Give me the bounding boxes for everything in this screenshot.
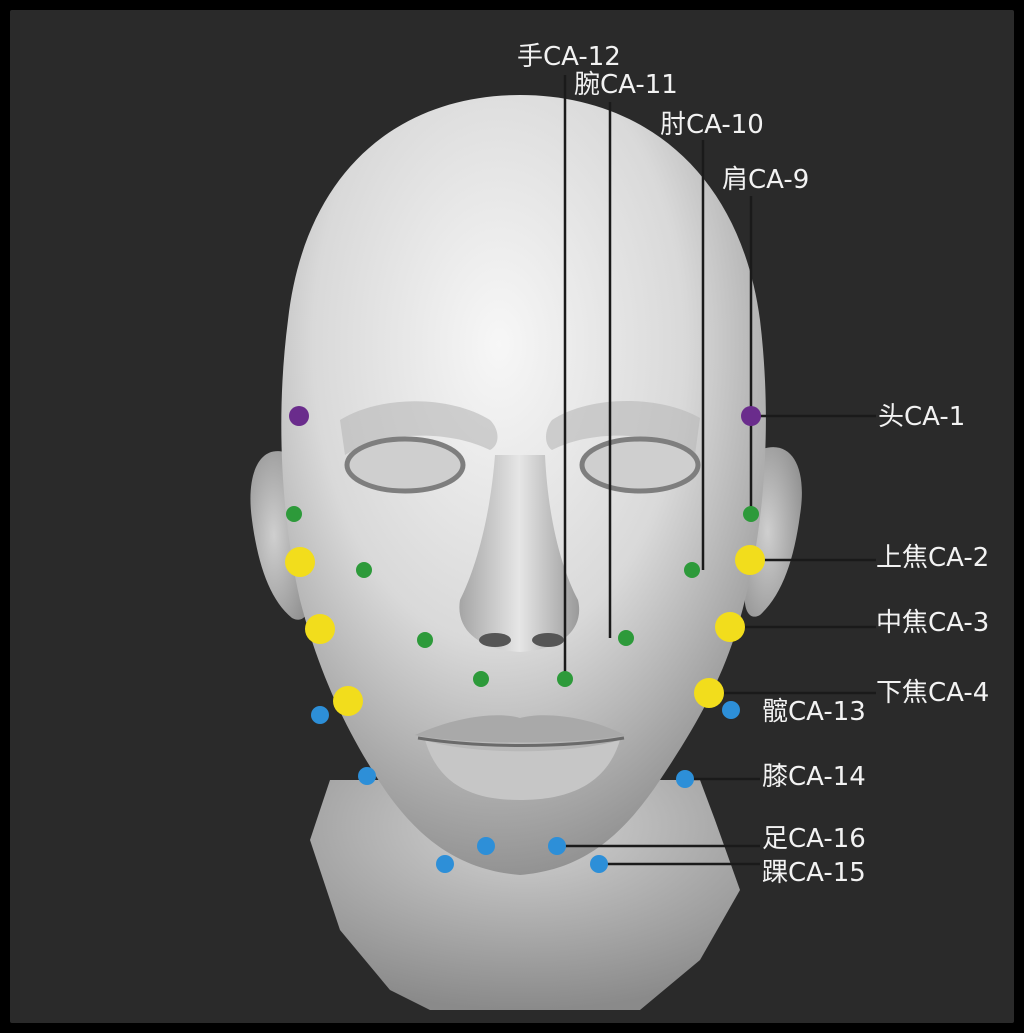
acupoint-middle-jiao-left bbox=[305, 614, 335, 644]
label-ca11: 腕CA-11 bbox=[574, 70, 678, 100]
right-eye bbox=[582, 439, 698, 491]
acupoint-ca11 bbox=[618, 630, 634, 646]
acupoint-ca13 bbox=[722, 701, 740, 719]
label-ca3: 中焦CA-3 bbox=[876, 608, 989, 638]
acupoint-wrist-left bbox=[417, 632, 433, 648]
acupoint-ca16 bbox=[548, 837, 566, 855]
label-ca2: 上焦CA-2 bbox=[876, 543, 989, 573]
left-nostril bbox=[479, 633, 511, 647]
acupoint-ca2 bbox=[735, 545, 765, 575]
acupoint-upper-jiao-left bbox=[285, 547, 315, 577]
label-ca4: 下焦CA-4 bbox=[876, 678, 989, 708]
acupoint-foot-left bbox=[477, 837, 495, 855]
left-eye bbox=[347, 439, 463, 491]
acupoint-knee-left bbox=[358, 767, 376, 785]
acupoint-ankle-left bbox=[436, 855, 454, 873]
acupoint-head-left bbox=[289, 406, 309, 426]
acupoint-ca3 bbox=[715, 612, 745, 642]
label-ca15: 踝CA-15 bbox=[762, 858, 866, 888]
label-ca14: 膝CA-14 bbox=[762, 762, 866, 792]
acupoint-elbow-left bbox=[356, 562, 372, 578]
label-ca12: 手CA-12 bbox=[517, 42, 621, 72]
label-ca10: 肘CA-10 bbox=[660, 110, 764, 140]
label-ca9: 肩CA-9 bbox=[722, 165, 809, 195]
acupoint-hip-left bbox=[311, 706, 329, 724]
acupoint-ca14 bbox=[676, 770, 694, 788]
acupoint-hand-left bbox=[473, 671, 489, 687]
acupoint-ca4 bbox=[694, 678, 724, 708]
acupoint-shoulder-left bbox=[286, 506, 302, 522]
label-ca1: 头CA-1 bbox=[878, 402, 965, 432]
label-ca16: 足CA-16 bbox=[762, 824, 866, 854]
acupoint-ca1 bbox=[741, 406, 761, 426]
right-nostril bbox=[532, 633, 564, 647]
acupoint-lower-jiao-left bbox=[333, 686, 363, 716]
acupoint-ca15 bbox=[590, 855, 608, 873]
acupoint-ca10 bbox=[684, 562, 700, 578]
label-ca13: 髋CA-13 bbox=[762, 697, 866, 727]
acupoint-ca12 bbox=[557, 671, 573, 687]
acupoint-ca9 bbox=[743, 506, 759, 522]
